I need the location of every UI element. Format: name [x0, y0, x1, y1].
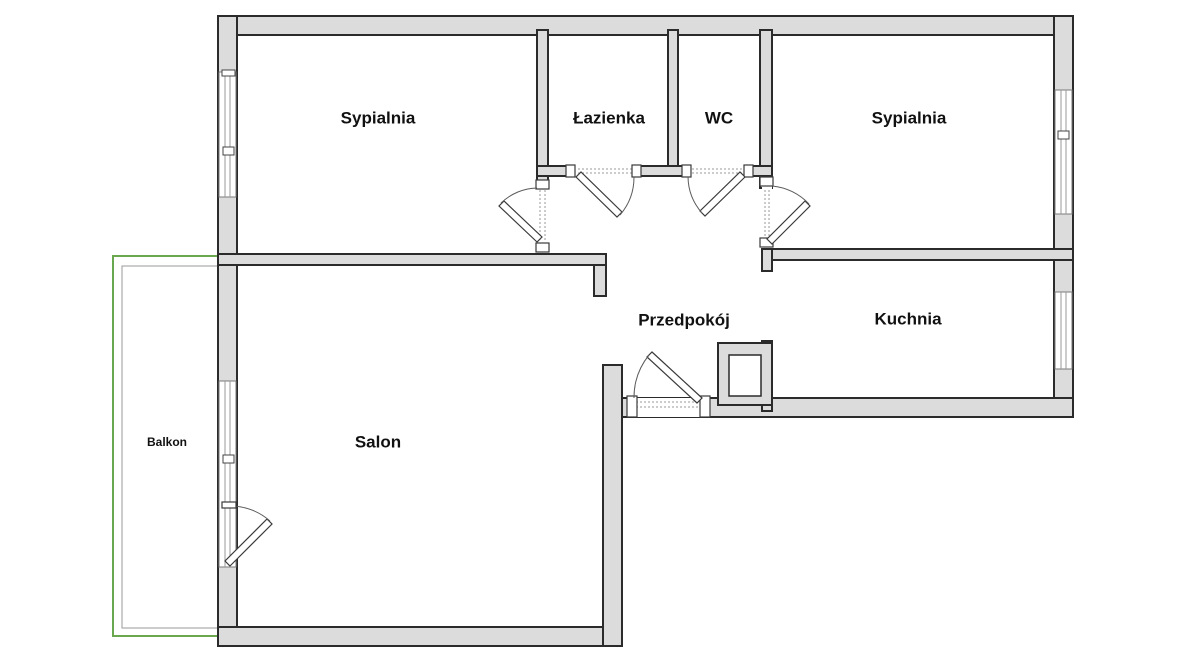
door-balcony [221, 501, 273, 567]
door-entrance [626, 351, 711, 418]
window-left-bedroom [218, 69, 237, 198]
balcony-outline [112, 255, 218, 637]
room-label-balcony: Balkon [147, 435, 187, 449]
room-label-wc: WC [705, 108, 733, 127]
window-kitchen [1054, 291, 1073, 370]
room-label-kitchen: Kuchnia [874, 309, 942, 328]
window-right-bedroom [1054, 89, 1073, 215]
room-label-right-bedroom: Sypialnia [872, 108, 947, 127]
door-wc [681, 164, 754, 217]
door-left-bedroom [498, 179, 550, 253]
door-bathroom [565, 164, 642, 218]
room-label-left-bedroom: Sypialnia [341, 108, 416, 127]
room-label-hallway: Przedpokój [638, 310, 730, 329]
window-living-room [218, 380, 237, 568]
room-label-bathroom: Łazienka [573, 108, 645, 127]
door-right-bedroom [759, 176, 811, 248]
room-label-living-room: Salon [355, 432, 401, 451]
